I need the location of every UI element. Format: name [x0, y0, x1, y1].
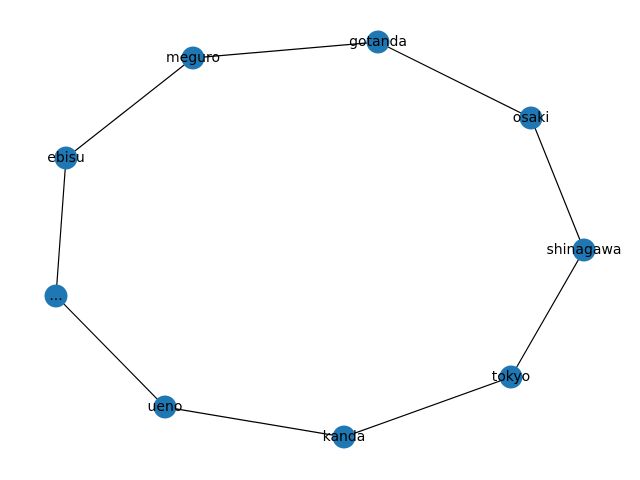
edge-layer	[55, 41, 585, 438]
node-meguro	[181, 46, 205, 70]
node-label-osaki: osaki	[513, 110, 549, 126]
edge-tokyo-kanda	[343, 376, 512, 438]
edge-kanda-ueno	[164, 406, 345, 438]
node-label-kanda: kanda	[323, 429, 366, 445]
node-shinagawa	[572, 238, 596, 262]
node-gotanda	[366, 30, 390, 54]
edge-osaki-shinagawa	[530, 117, 585, 251]
edge-ueno-ellipsis	[55, 295, 166, 408]
node-label-tokyo: tokyo	[492, 369, 531, 385]
edge-gotanda-osaki	[377, 41, 532, 119]
node-label-ellipsis: ...	[49, 288, 62, 304]
edge-ellipsis-ebisu	[55, 157, 67, 297]
node-ueno	[153, 395, 177, 419]
node-layer	[44, 30, 596, 449]
node-label-shinagawa: shinagawa	[546, 242, 621, 258]
node-label-ebisu: ebisu	[47, 150, 85, 166]
node-label-meguro: meguro	[166, 50, 220, 66]
node-label-gotanda: gotanda	[349, 34, 407, 50]
node-tokyo	[499, 365, 523, 389]
edge-shinagawa-tokyo	[510, 249, 585, 378]
edge-ebisu-meguro	[65, 57, 194, 159]
node-label-ueno: ueno	[148, 399, 183, 415]
label-layer: gotanda osaki shinagawa tokyo kanda ueno... eb…	[47, 34, 621, 445]
node-kanda	[332, 425, 356, 449]
edge-meguro-gotanda	[192, 41, 379, 59]
node-ebisu	[54, 146, 78, 170]
node-osaki	[519, 106, 543, 130]
node-ellipsis	[44, 284, 68, 308]
